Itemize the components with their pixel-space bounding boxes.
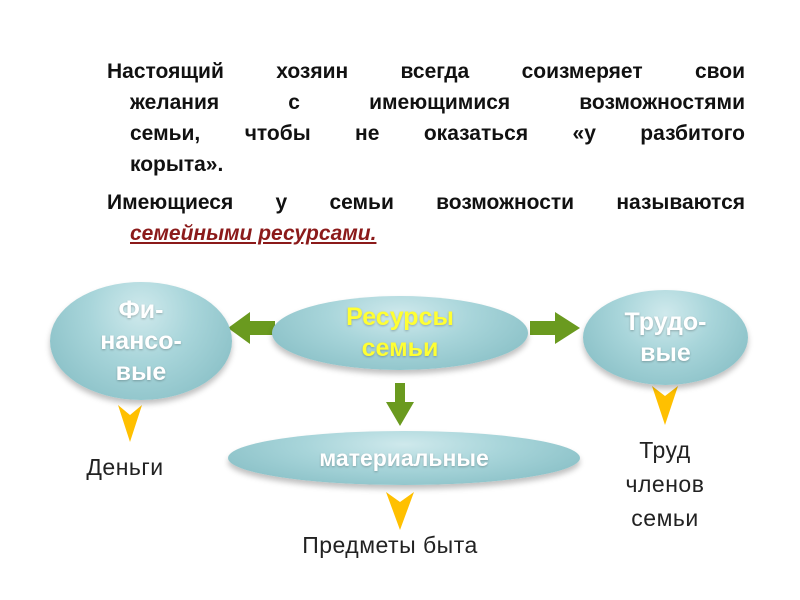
text-line: семьи, чтобы не оказаться «у разбитого [130,122,745,145]
chevron-down-icon [652,386,678,425]
node-financial: Фи-нансо-вые [50,282,232,400]
chevron-down-icon [118,405,142,442]
text-line: корыта». [130,153,224,176]
text-line: Настоящий хозяин всегда соизмеряет свои [107,60,745,83]
node-labor: Трудо-вые [583,290,748,385]
key-term: семейными ресурсами. [130,222,377,245]
node-text: Фи- [118,295,164,324]
label-line: семьи [631,505,699,531]
arrow-down-icon [386,383,414,426]
node-text: вые [115,357,167,386]
node-center-resources: Ресурсы семьи [272,296,528,370]
label-family-labor: Труд членов семьи [605,433,725,535]
text-line: семейными ресурсами. [130,222,745,246]
node-text: Трудо- [624,307,707,336]
node-text: вые [640,338,691,367]
chevron-down-icon [386,492,414,530]
label-line: Труд [639,437,691,463]
text-line: Имеющиеся у семьи возможности называются [107,191,745,214]
node-text: Ресурсы [346,303,454,331]
label-line: членов [625,471,705,497]
arrow-right-icon [530,312,580,344]
node-text: семьи [361,334,439,362]
label-money: Деньги [86,454,164,480]
text-line: желания с имеющимися возможностями [130,91,745,114]
arrow-left-icon [228,312,275,344]
label-household-items: Предметы быта [302,532,478,558]
node-material: материальные [228,431,580,485]
node-text: материальные [319,444,489,471]
node-text: нансо- [100,326,182,355]
